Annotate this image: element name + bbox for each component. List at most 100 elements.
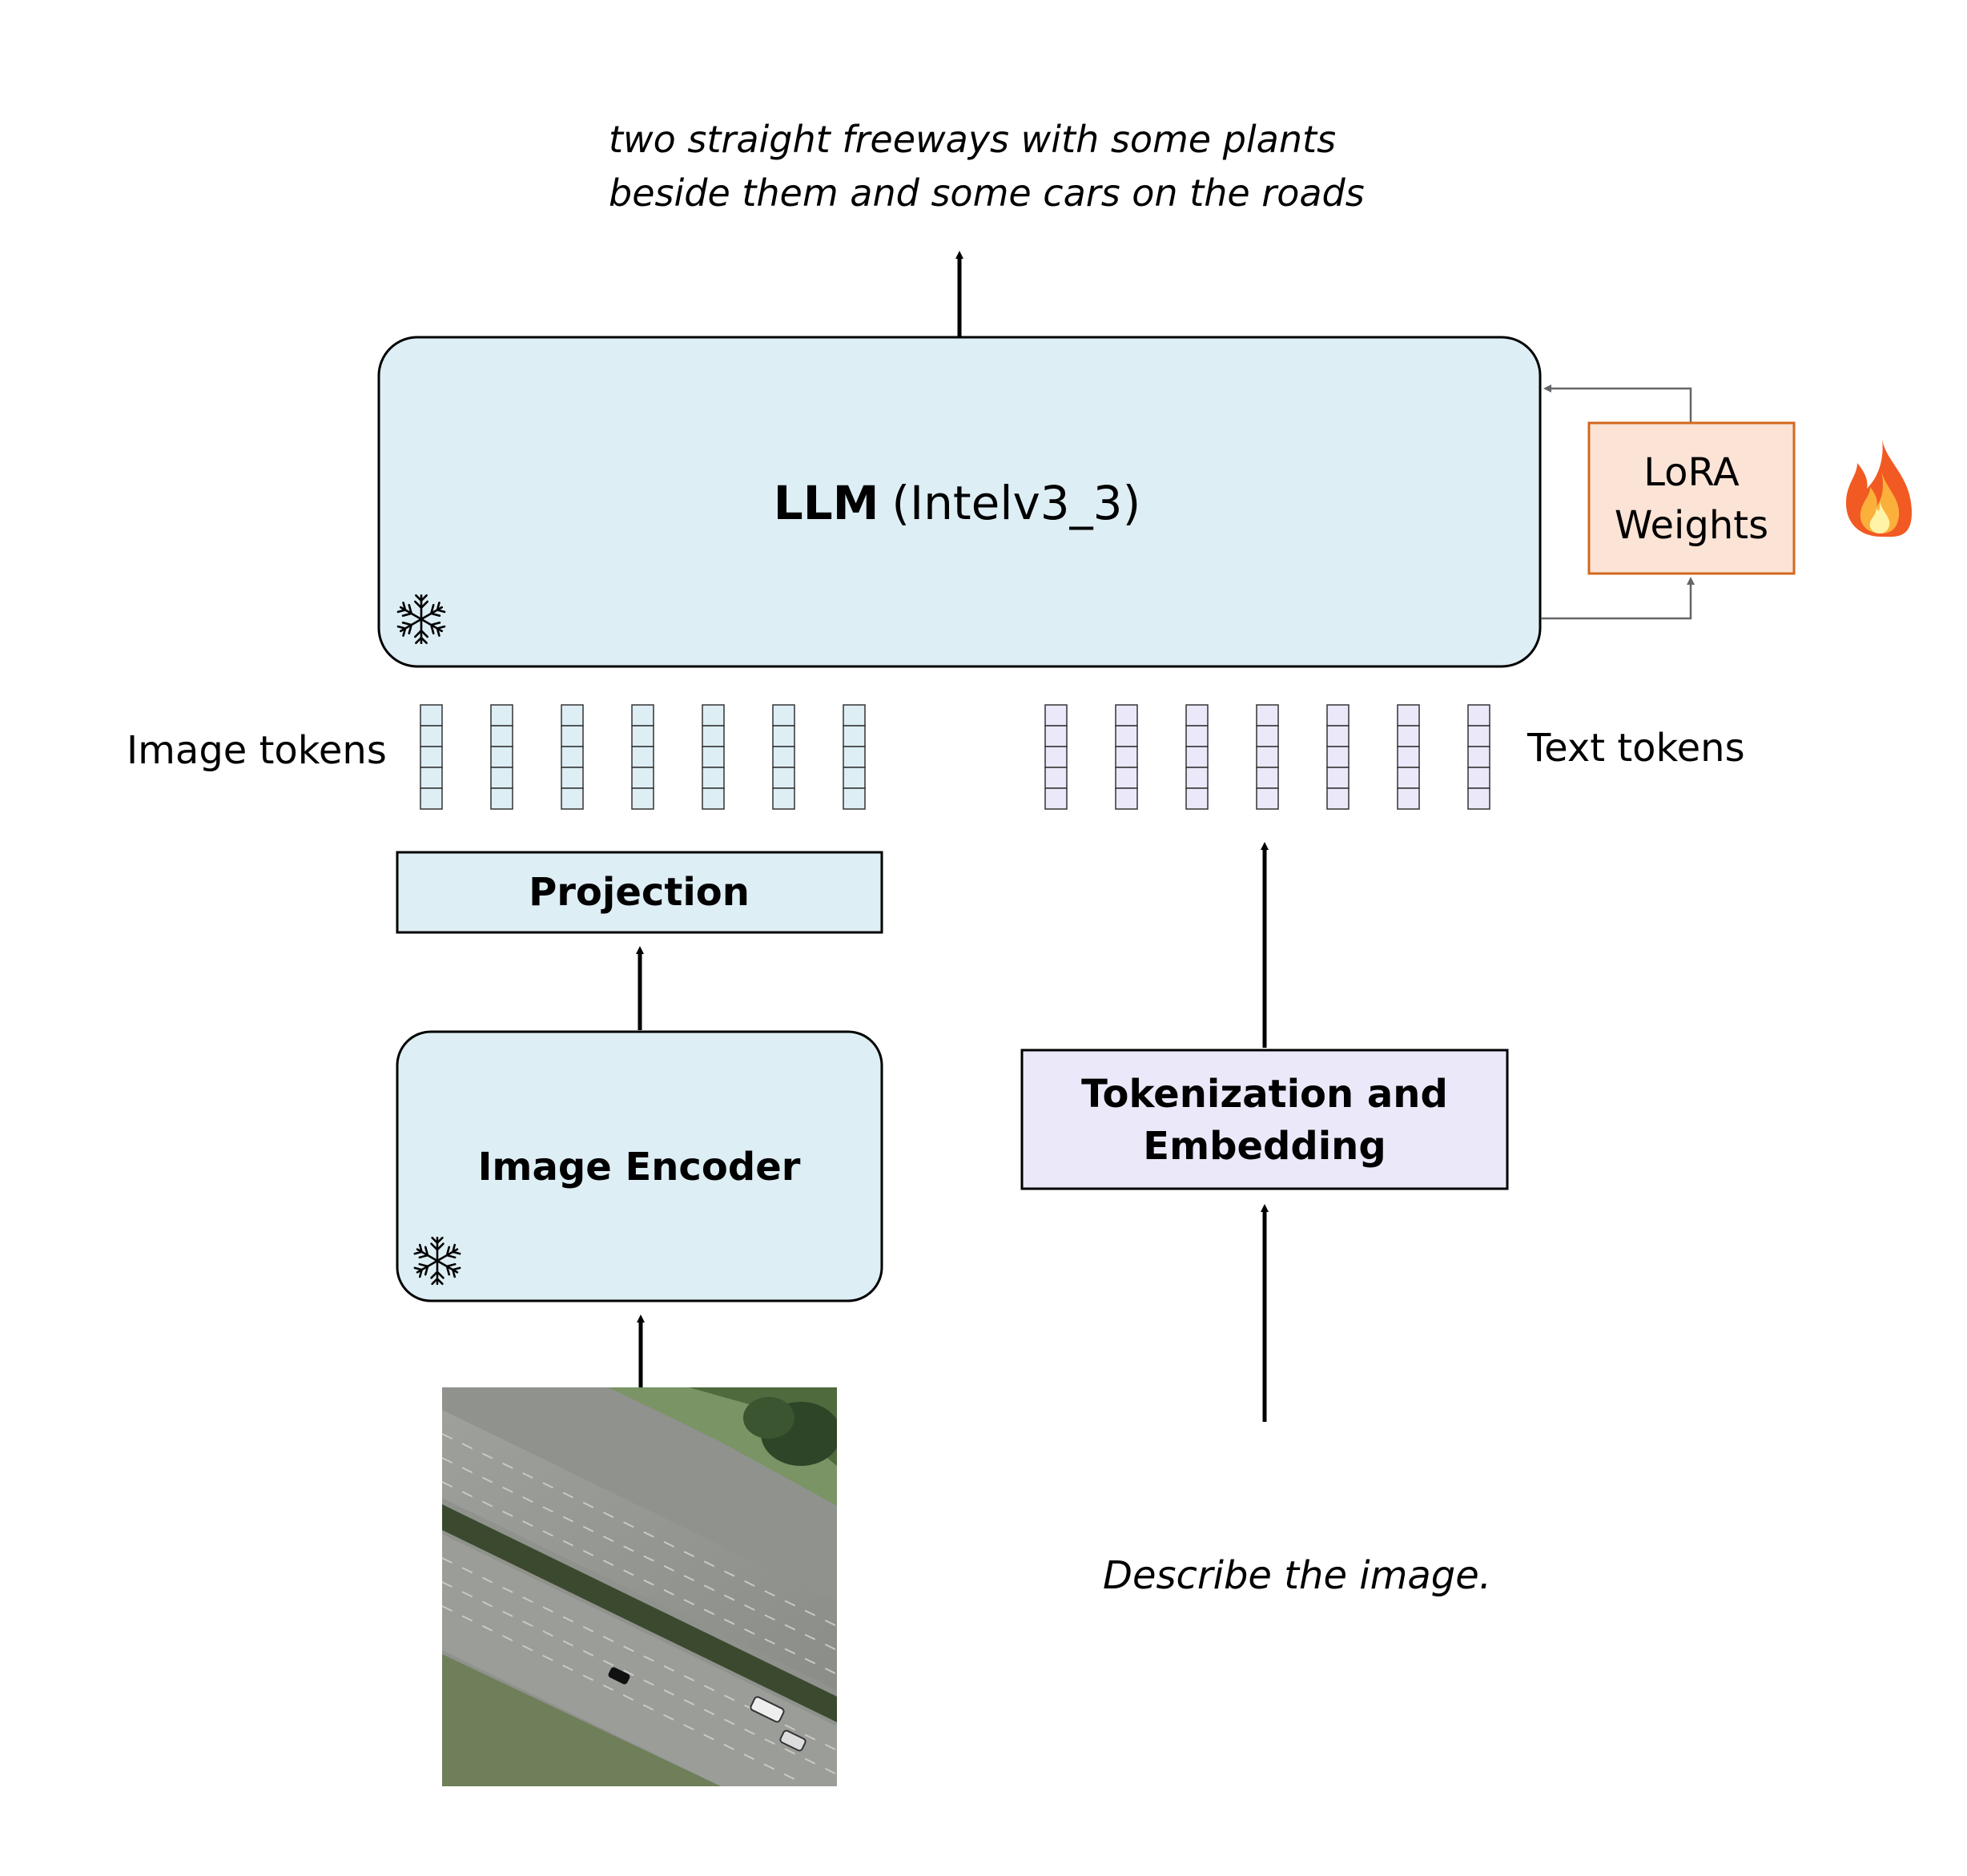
image-encoder-block: Image Encoder [396,1030,883,1302]
token-cell [772,767,795,789]
token-cell [561,704,584,727]
lora-to-llm-connector [1543,384,1692,422]
token-cell [1044,787,1068,810]
image-token [843,704,866,810]
token-cell [561,725,584,747]
tokenization-embedding-block: Tokenization and Embedding [1020,1049,1509,1190]
token-cell [420,746,443,768]
token-cell [1115,787,1138,810]
token-cell [1326,767,1350,789]
token-cell [631,767,654,789]
projection-label: Projection [529,870,750,915]
image-token [772,704,795,810]
text-token [1467,704,1490,810]
token-cell [1256,746,1279,768]
token-cell [1044,704,1068,727]
token-cell [1397,725,1420,747]
token-cell [1467,725,1490,747]
text-tokens-label: Text tokens [1527,726,1745,771]
image-encoder-label: Image Encoder [478,1145,801,1190]
token-cell [843,746,866,768]
token-cell [1256,767,1279,789]
llm-name: LLM [774,476,879,530]
image-token [561,704,584,810]
token-cell [1185,767,1209,789]
token-cell [1467,787,1490,810]
aerial-freeway-image [442,1387,837,1786]
token-cell [1044,725,1068,747]
token-cell [1115,746,1138,768]
prompt-text: Describe the image. [1103,1553,1491,1598]
image-token [420,704,443,810]
token-cell [702,725,725,747]
token-cell [490,704,513,727]
token-cell [702,704,725,727]
image-token [631,704,654,810]
token-cell [702,787,725,810]
token-cell [843,725,866,747]
token-cell [772,746,795,768]
output-caption-line-2: beside them and some cars on the roads [609,171,1365,215]
token-cell [702,767,725,789]
projection-block: Projection [396,851,883,934]
token-cell [843,767,866,789]
token-cell [490,767,513,789]
tokenization-label-line-1: Tokenization and [1081,1072,1448,1117]
token-cell [1044,767,1068,789]
image-tokens-label: Image tokens [127,728,387,773]
text-token [1185,704,1209,810]
text-token [1326,704,1350,810]
text-token [1397,704,1420,810]
token-cell [1185,787,1209,810]
token-cell [1397,746,1420,768]
token-cell [1185,746,1209,768]
token-cell [1185,725,1209,747]
svg-text:LLM(Intelv3_3): LLM(Intelv3_3) [774,476,1140,530]
token-cell [702,746,725,768]
token-cell [490,787,513,810]
text-token [1115,704,1138,810]
token-cell [1326,704,1350,727]
token-cell [1326,725,1350,747]
token-cell [561,746,584,768]
token-cell [1185,704,1209,727]
token-cell [1326,746,1350,768]
token-cell [843,787,866,810]
token-cell [772,787,795,810]
token-cell [490,746,513,768]
token-cell [843,704,866,727]
token-cell [420,704,443,727]
lora-label-line-1: LoRA [1643,450,1740,495]
lora-label-line-2: Weights [1615,503,1768,548]
token-cell [420,787,443,810]
fire-icon [1846,439,1912,537]
token-cell [1115,725,1138,747]
token-cell [1397,787,1420,810]
token-cell [1115,704,1138,727]
token-cell [490,725,513,747]
token-cell [561,787,584,810]
tokenization-label-line-2: Embedding [1143,1124,1386,1169]
token-cell [420,725,443,747]
token-cell [1256,787,1279,810]
token-cell [772,725,795,747]
token-cell [1467,704,1490,727]
image-token [490,704,513,810]
token-cell [772,704,795,727]
token-cell [1397,704,1420,727]
token-cell [561,767,584,789]
text-token [1044,704,1068,810]
image-token [702,704,725,810]
image-token-group [420,704,866,810]
token-cell [1044,746,1068,768]
llm-block: LLM(Intelv3_3) [377,336,1542,668]
text-token [1256,704,1279,810]
token-cell [1256,725,1279,747]
token-cell [420,767,443,789]
token-cell [631,746,654,768]
llm-variant: (Intelv3_3) [891,476,1140,530]
token-cell [631,704,654,727]
token-cell [631,725,654,747]
output-caption-line-1: two straight freeways with some plants [609,118,1336,161]
